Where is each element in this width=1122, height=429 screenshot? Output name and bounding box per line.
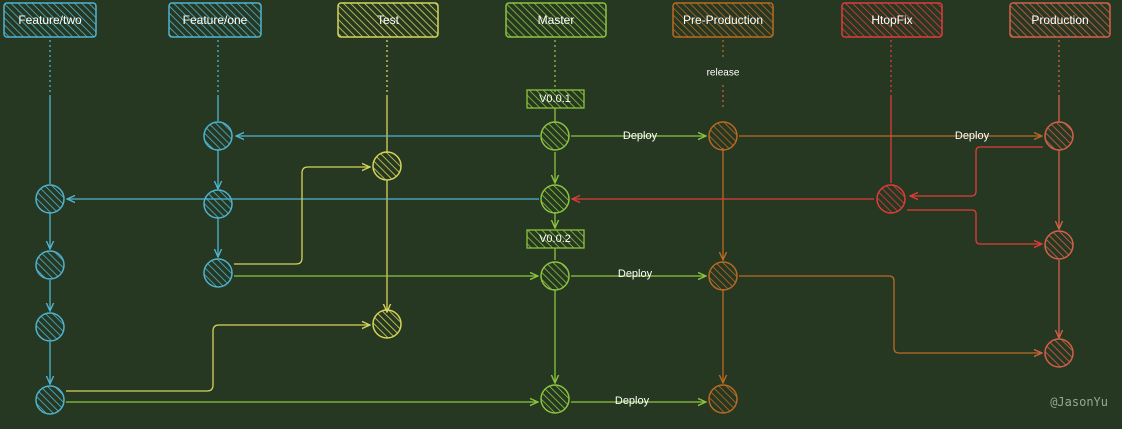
commit-node: [372, 151, 402, 181]
version-tag: V0.0.2: [526, 229, 585, 249]
lane-title-hotfix: HtopFix: [871, 13, 912, 27]
lane-title-pre-production: Pre-Production: [683, 13, 763, 27]
version-tag-label: V0.0.2: [539, 233, 571, 245]
commit-node: [372, 309, 402, 339]
commit-node: [203, 121, 233, 151]
lane-title-feature-one: Feature/one: [183, 13, 248, 27]
commit-node: [540, 121, 570, 151]
deploy-label: Deploy: [615, 395, 650, 407]
lane-title-production: Production: [1031, 13, 1088, 27]
commit-node: [708, 121, 738, 151]
commit-node: [1044, 338, 1074, 368]
merge-arrows: [66, 136, 1043, 402]
commit-node: [1044, 121, 1074, 151]
version-tag-label: V0.0.1: [539, 93, 571, 105]
lane-title-test: Test: [377, 13, 400, 27]
commit-node: [203, 258, 233, 288]
version-tag: V0.0.1: [526, 89, 585, 109]
lane-stems: [49, 40, 1060, 110]
commit-node: [1044, 230, 1074, 260]
lane-header-feature-one: Feature/one: [168, 2, 262, 38]
deploy-label: Deploy: [955, 130, 990, 142]
author-watermark: @JasonYu: [1050, 395, 1108, 409]
lane-header-hotfix: HtopFix: [841, 2, 943, 38]
commit-node: [35, 312, 65, 342]
lane-header-production: Production: [1009, 2, 1111, 38]
commit-node: [876, 184, 906, 214]
lane-header-test: Test: [337, 2, 439, 38]
commit-node: [35, 250, 65, 280]
lane-title-master: Master: [538, 13, 575, 27]
deploy-label: Deploy: [618, 268, 653, 280]
lane-header-feature-two: Feature/two: [3, 2, 97, 38]
commit-node: [708, 384, 738, 414]
commit-node: [203, 189, 233, 219]
commit-node: [540, 184, 570, 214]
commit-node: [540, 384, 570, 414]
deploy-label: Deploy: [623, 130, 658, 142]
commit-node: [35, 184, 65, 214]
commit-nodes: [35, 121, 1074, 415]
commit-node: [540, 261, 570, 291]
lane-title-feature-two: Feature/two: [18, 13, 82, 27]
release-note: release: [707, 68, 740, 79]
commit-node: [708, 261, 738, 291]
lane-header-master: Master: [505, 2, 607, 38]
lane-header-pre-production: Pre-Production: [672, 2, 774, 38]
commit-node: [35, 385, 65, 415]
lane-connectors: [50, 95, 1059, 384]
